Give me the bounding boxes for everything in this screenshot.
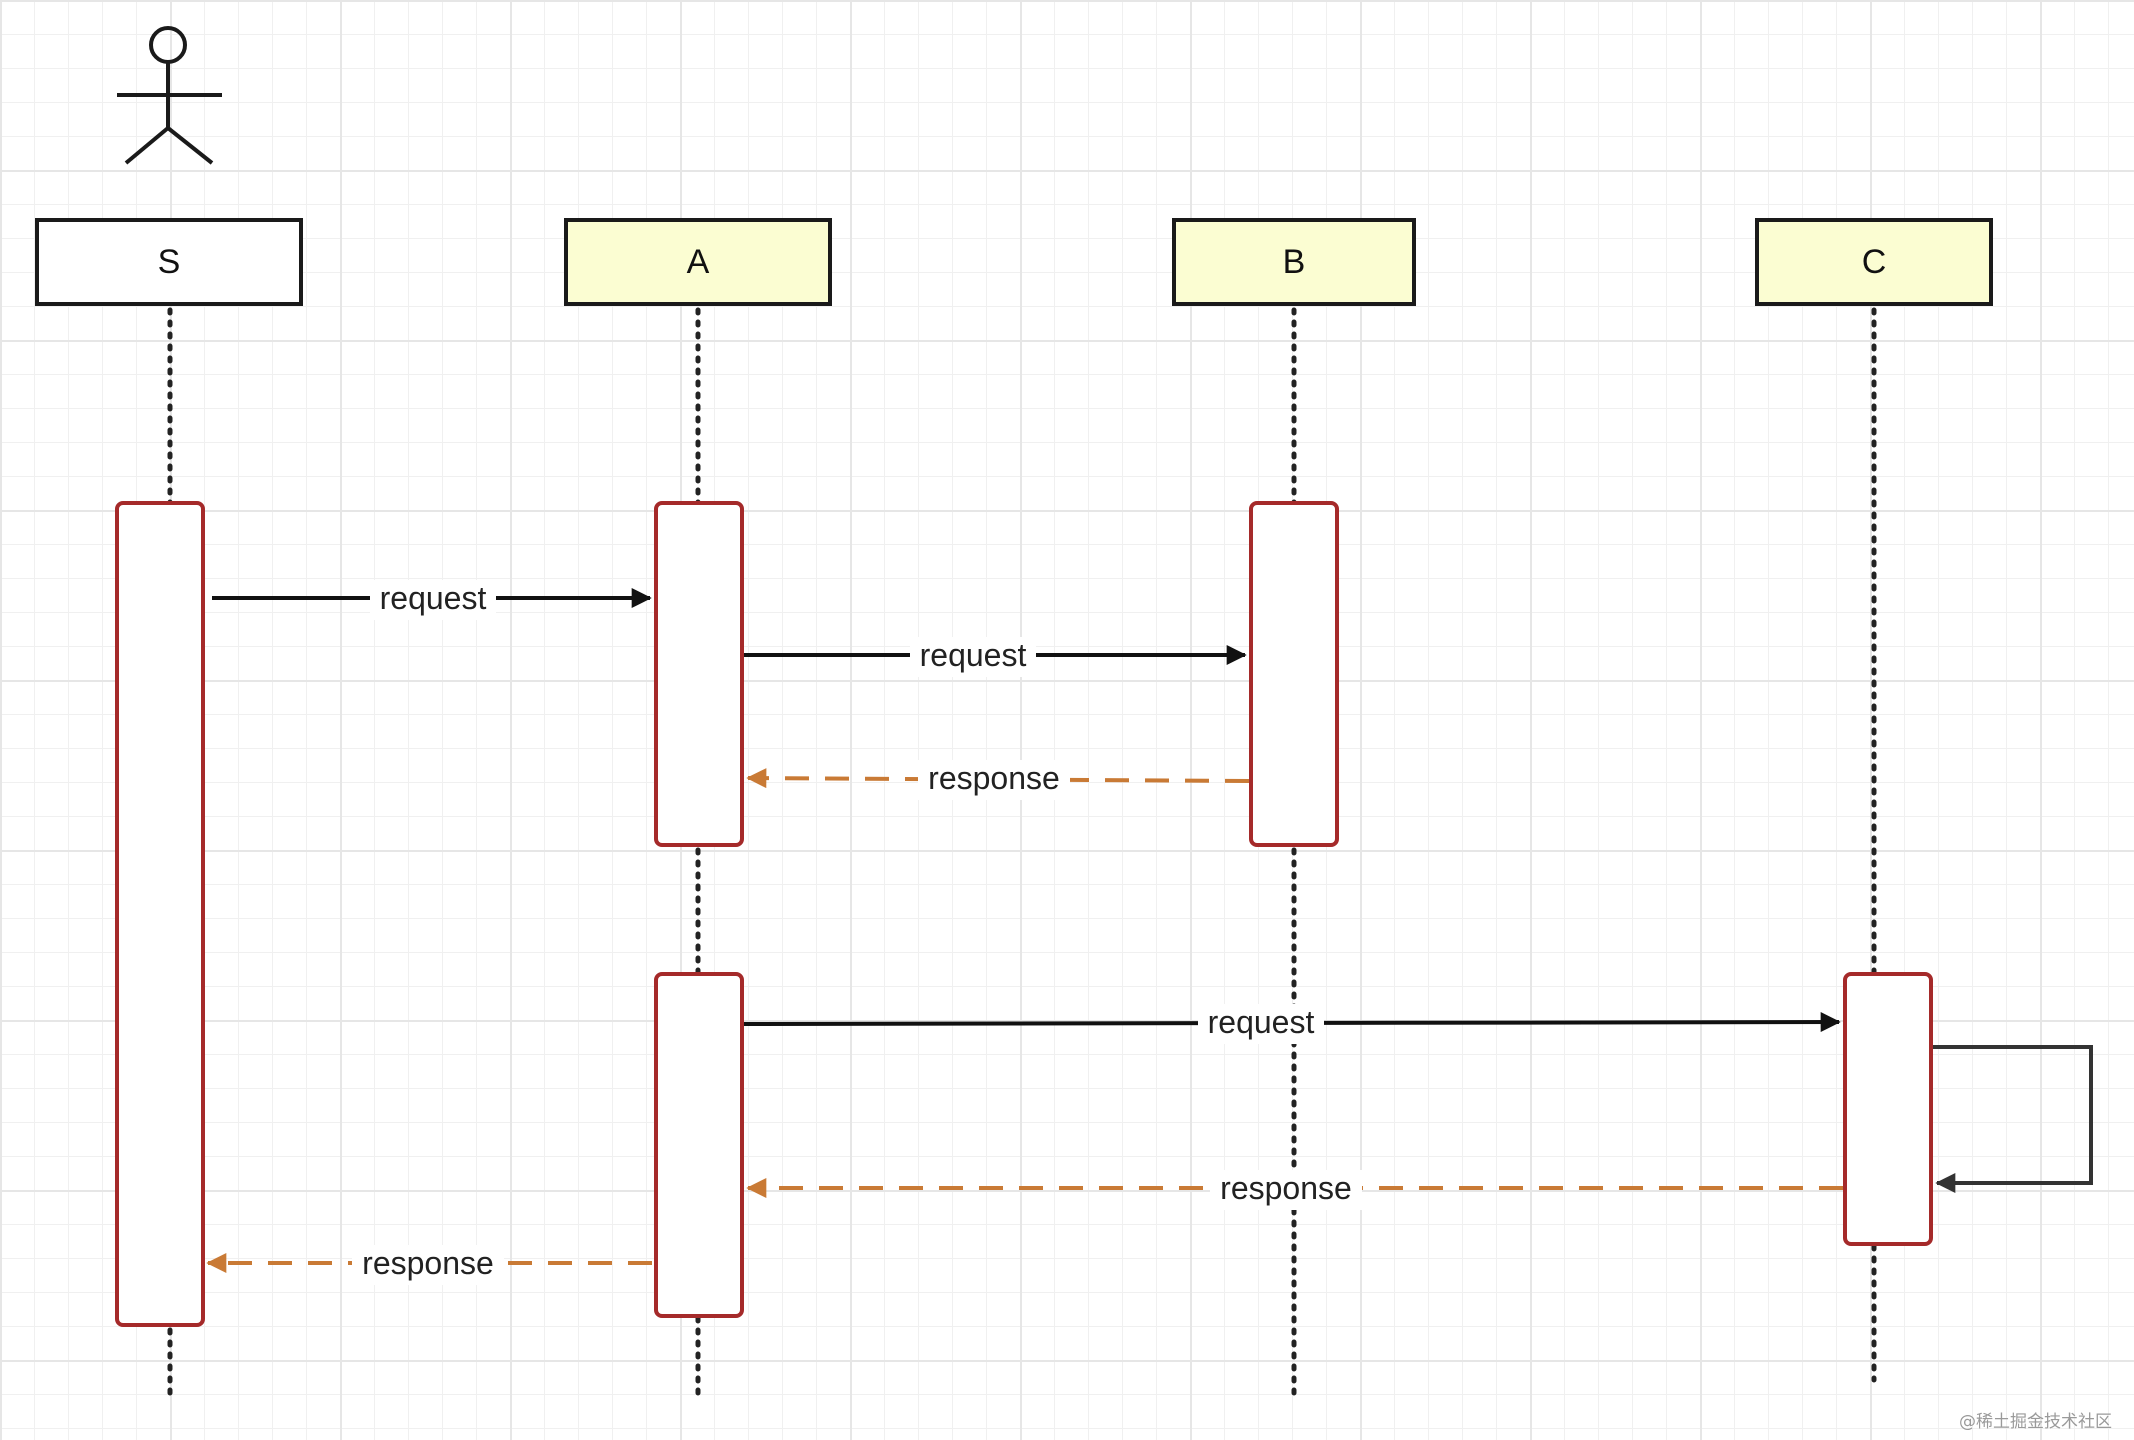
message-label: response	[928, 760, 1060, 796]
message-s-to-a-request[interactable]: request	[212, 580, 652, 620]
message-b-to-a-response[interactable]: response	[746, 760, 1250, 800]
activation-b[interactable]	[1249, 501, 1339, 847]
message-label: request	[1208, 1004, 1315, 1040]
participant-s-box[interactable]: S	[35, 218, 303, 306]
message-label: request	[920, 637, 1027, 673]
activation-a-1[interactable]	[654, 501, 744, 847]
message-c-to-a-response[interactable]: response	[746, 1170, 1843, 1210]
actor-head	[149, 26, 187, 64]
participant-c-label: C	[1861, 242, 1887, 281]
message-label: response	[1220, 1170, 1352, 1206]
watermark: @稀土掘金技术社区	[1959, 1412, 2112, 1432]
message-label: request	[380, 580, 487, 616]
actor-right-leg	[166, 126, 214, 165]
message-label: response	[362, 1245, 494, 1281]
participant-b-label: B	[1282, 242, 1306, 281]
participant-c-box[interactable]: C	[1755, 218, 1993, 306]
message-a-to-c-request[interactable]: request	[743, 1004, 1841, 1044]
message-a-to-b-request[interactable]: request	[744, 637, 1247, 677]
activation-a-2[interactable]	[654, 972, 744, 1318]
participant-s-label: S	[157, 242, 181, 281]
message-a-to-s-response[interactable]: response	[206, 1245, 652, 1285]
activation-s[interactable]	[115, 501, 205, 1327]
actor-icon	[117, 26, 222, 165]
actor-left-leg	[124, 126, 170, 165]
participant-a-box[interactable]: A	[564, 218, 832, 306]
message-c-self-call[interactable]	[1933, 1045, 2093, 1193]
participant-a-label: A	[686, 242, 710, 281]
activation-c[interactable]	[1843, 972, 1933, 1246]
participant-b-box[interactable]: B	[1172, 218, 1416, 306]
